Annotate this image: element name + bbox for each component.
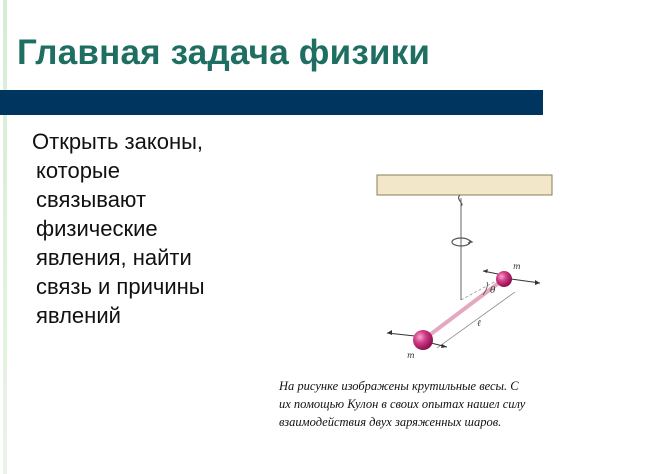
label-mass-bottom: m [407,351,415,360]
caption-line: взаимодействия двух заряженных шаров. [279,415,502,429]
torsion-balance-figure: θ ℓ m m [376,174,553,360]
body-line: связывают [36,187,147,212]
length-marker [436,291,516,349]
sphere-top [496,271,512,287]
sphere-bottom [413,330,433,350]
title-underline-bar [0,90,543,115]
caption-line: их помощью Кулон в своих опытах нашел си… [279,397,526,411]
label-length: ℓ [477,319,481,329]
label-angle: θ [490,286,496,296]
slide-body-text: Открыть законы, которые связывают физиче… [32,127,272,330]
left-decorative-rule [3,0,7,474]
body-line: явлений [36,303,121,328]
body-line: Открыть законы, [32,129,204,154]
slide-title: Главная задача физики [17,33,431,72]
figure-caption: На рисунке изображены крутильные весы. С… [279,377,619,431]
angle-arc [482,281,488,296]
label-mass-top: m [513,262,521,271]
body-line: которые [36,158,120,183]
suspension-hook [458,194,463,207]
caption-line: На рисунке изображены крутильные весы. С [279,379,519,393]
body-line: физические [36,216,158,241]
body-line: явления, найти [36,245,192,270]
balance-rod [421,277,506,342]
body-line: связь и причины [36,274,205,299]
ceiling-plate [376,174,553,196]
